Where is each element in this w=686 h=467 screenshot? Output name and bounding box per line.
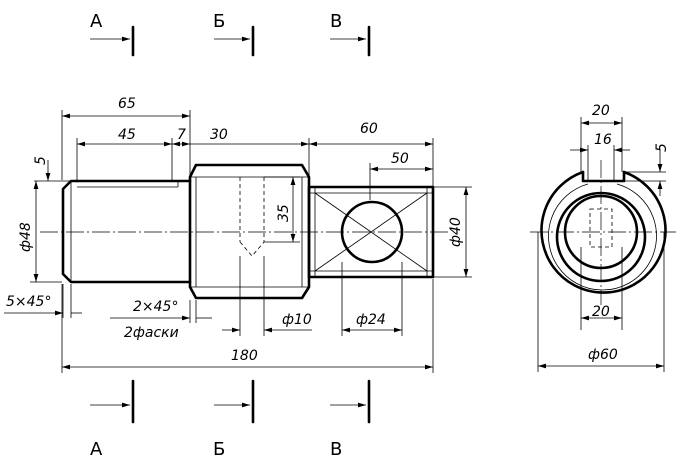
shaft-side-view: 20 16 5 20 ф60 [530,103,676,372]
dim-dia10: ф10 [282,312,312,328]
side-dim-dia60: ф60 [588,347,618,363]
dim-dia48: ф48 [18,222,34,252]
dim-30: 30 [210,127,228,143]
section-label-a-top: А [90,11,103,32]
dim-50: 50 [391,151,409,167]
dim-chamfer-2x45: 2×45° [133,299,178,315]
dim-7: 7 [177,127,186,143]
section-label-a-bottom: А [90,439,103,460]
dim-180: 180 [231,348,258,364]
dim-chamfers-note: 2фаски [124,325,179,341]
shaft-dimensions: 65 45 7 30 60 50 5 ф48 35 ф40 [4,96,472,373]
dim-60: 60 [360,121,378,137]
dim-45: 45 [118,127,136,143]
section-label-b-bottom: Б [213,439,225,460]
shaft-front-view [40,163,450,300]
section-markers-bottom: А Б В [90,379,371,460]
side-dim-20-bottom: 20 [592,304,610,320]
dim-dia24: ф24 [356,312,386,328]
side-dim-16: 16 [594,132,612,148]
dim-35: 35 [276,204,292,222]
section-label-v-top: В [330,11,342,32]
side-dim-20-top: 20 [592,103,610,119]
dim-65: 65 [118,96,136,112]
section-label-b-top: Б [213,11,225,32]
side-dim-5: 5 [654,143,670,152]
dim-dia40: ф40 [448,217,464,247]
dim-5-left: 5 [33,156,49,165]
section-markers-top: А Б В [90,11,371,57]
section-label-v-bottom: В [330,439,342,460]
dim-chamfer-5x45: 5×45° [6,294,51,310]
